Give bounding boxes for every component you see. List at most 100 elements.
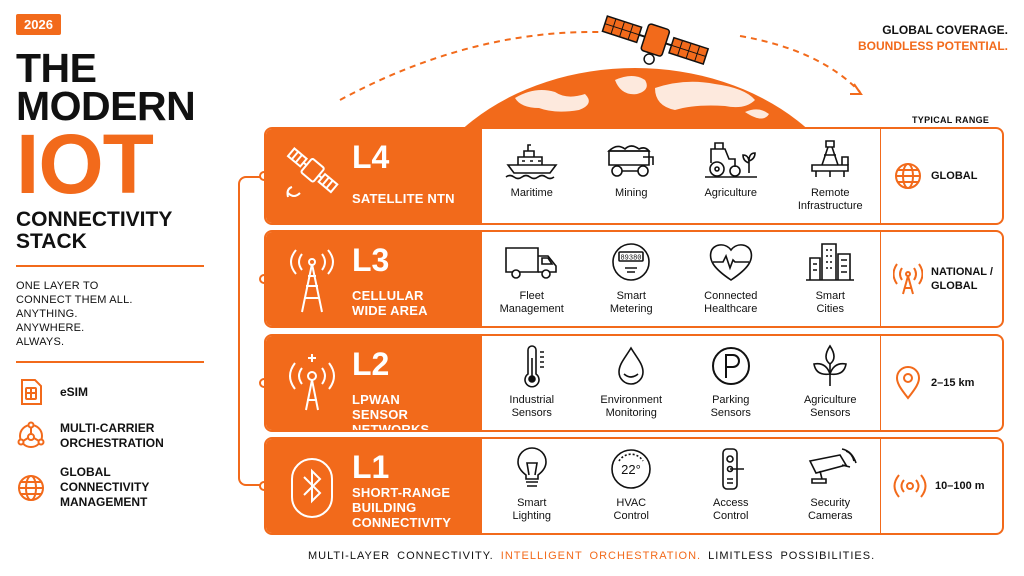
light-bulb-icon — [516, 447, 547, 487]
door-lock-icon — [721, 448, 744, 490]
tractor-icon — [704, 142, 757, 178]
title-line-2: MODERN — [16, 83, 196, 129]
tagline-line: ANYTHING. — [16, 308, 78, 320]
coverage-tagline: GLOBAL COVERAGE. BOUNDLESS POTENTIAL. — [858, 22, 1008, 54]
use-case-label: Maritime — [510, 187, 553, 199]
layer-connector — [238, 176, 264, 486]
orbit-arc — [339, 30, 863, 101]
security-camera-icon — [809, 448, 858, 484]
heart-pulse-icon — [709, 244, 753, 281]
bluetooth-icon — [291, 458, 333, 518]
use-case-label: Agriculture — [704, 187, 758, 199]
typical-range-header: TYPICAL RANGE — [912, 115, 990, 125]
layer-header: L4 SATELLITE NTN — [266, 129, 482, 223]
layer-code: L1 — [352, 449, 390, 485]
typical-range: GLOBAL — [880, 129, 1002, 223]
feature-esim: eSIM — [16, 377, 216, 407]
meter-reading: 89380 — [621, 255, 642, 263]
location-pin-icon — [895, 366, 921, 400]
parking-icon — [711, 347, 750, 385]
year-badge: 2026 — [16, 14, 61, 35]
divider — [16, 265, 204, 267]
use-case-mining: Mining — [582, 129, 682, 223]
thermostat-icon: 22° — [611, 449, 652, 489]
network-nodes-icon — [17, 421, 45, 448]
meter-icon: 89380 — [612, 243, 651, 281]
title-line-1: THE — [16, 45, 97, 91]
layer-code: L3 — [352, 242, 390, 278]
satellite-icon — [601, 15, 710, 65]
globe-icon — [895, 163, 921, 189]
typical-range: 10–100 m — [880, 439, 1002, 533]
typical-range: NATIONAL /GLOBAL — [880, 232, 1002, 326]
divider — [16, 361, 204, 363]
city-buildings-icon — [806, 243, 855, 281]
tagline-line: ONE LAYER TO — [16, 280, 99, 292]
globe-icon — [18, 474, 44, 501]
truck-icon — [504, 247, 557, 279]
left-panel: 2026 THE MODERN IOT CONNECTIVITY STACK O… — [16, 14, 216, 510]
tagline: ONE LAYER TO CONNECT THEM ALL. ANYTHING.… — [16, 279, 216, 349]
mining-truck-icon — [607, 145, 655, 177]
range-value: 2–15 km — [931, 377, 975, 389]
title-line-5: STACK — [16, 230, 87, 253]
sim-chip-icon — [21, 379, 42, 405]
footer-part-2: INTELLIGENT ORCHESTRATION. — [500, 550, 702, 562]
footer-tagline: MULTI-LAYER CONNECTIVITY. INTELLIGENT OR… — [308, 550, 875, 562]
use-case-label: Mining — [615, 187, 648, 199]
layer-code: L2 — [352, 346, 390, 382]
antenna-icon — [289, 354, 335, 411]
cell-tower-icon — [290, 249, 334, 313]
feature-label: eSIM — [60, 384, 89, 399]
ship-icon — [505, 144, 558, 180]
use-case-agriculture: Agriculture — [681, 129, 781, 223]
tagline-line: ALWAYS. — [16, 336, 65, 348]
oil-rig-icon — [811, 140, 850, 177]
range-value: GLOBAL — [931, 170, 978, 182]
globe-horizon — [395, 58, 875, 128]
tagline-line: ANYWHERE. — [16, 322, 85, 334]
signal-tower-icon — [893, 263, 923, 295]
layer-code: L4 — [352, 139, 390, 175]
layer-name: SATELLITE NTN — [352, 191, 455, 206]
footer-part-3: LIMITLESS POSSIBILITIES. — [708, 550, 876, 562]
leaf-icon — [813, 344, 848, 386]
